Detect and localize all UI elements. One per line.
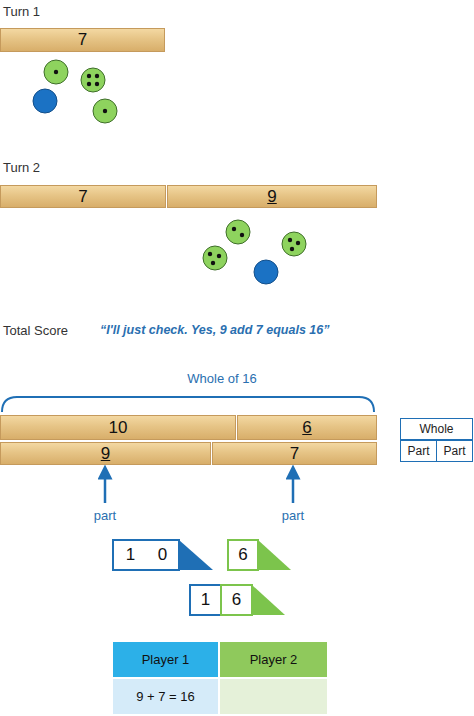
place-value-digit: 6 <box>223 587 250 613</box>
bar-segment: 7 <box>0 28 165 52</box>
node-text: Part <box>443 444 465 458</box>
bar-segment: 7 <box>0 185 166 208</box>
node-text: 1 <box>126 545 135 565</box>
node-text: 10 <box>109 418 128 438</box>
speech-note: “I'll just check. Yes, 9 add 7 equals 16… <box>100 323 329 337</box>
card-outline <box>190 585 221 615</box>
node-text: Whole <box>419 422 453 436</box>
place-value-digit: 0 <box>147 542 178 568</box>
place-value-digit: 1 <box>115 542 146 568</box>
node-text: 9 + 7 = 16 <box>136 689 195 704</box>
counter-dots <box>208 227 300 265</box>
part-label: part <box>94 508 116 523</box>
counters-turn-2 <box>203 220 306 284</box>
node-text: Player 2 <box>250 652 298 667</box>
bar-segment: 9 <box>167 185 377 208</box>
node-text: 6 <box>302 418 311 438</box>
node-text: 9 <box>267 187 276 207</box>
table-header: Whole <box>400 418 473 440</box>
section-heading: Turn 1 <box>3 4 40 19</box>
part-arrow <box>104 472 107 503</box>
counters-turn-1 <box>33 60 117 123</box>
node-text: 1 <box>201 590 210 610</box>
card-tab <box>258 540 291 570</box>
card-outline <box>113 540 179 570</box>
node-text: 7 <box>78 187 87 207</box>
place-value-digit: 1 <box>192 587 219 613</box>
node-text: 7 <box>78 30 87 50</box>
node-text: 0 <box>158 545 167 565</box>
node-text: Player 1 <box>142 652 190 667</box>
empty-cell <box>220 679 327 714</box>
node-text: 6 <box>238 545 247 565</box>
card-tab <box>179 540 213 570</box>
part-arrow <box>292 472 295 503</box>
card-outline <box>221 585 252 615</box>
node-text: 9 <box>101 444 110 464</box>
bar-segment: 6 <box>237 415 377 440</box>
table-cell: 9 + 7 = 16 <box>113 679 218 714</box>
table-header: Player 2 <box>220 642 327 677</box>
counter-dots <box>54 70 107 113</box>
table-cell: Part <box>400 440 437 462</box>
place-value-digit: 6 <box>230 542 256 568</box>
bar-segment: 7 <box>212 442 377 465</box>
node-text: Part <box>407 444 429 458</box>
section-heading: Turn 2 <box>3 160 40 175</box>
section-heading: Total Score <box>3 323 68 338</box>
table-cell: Part <box>436 440 473 462</box>
table-header: Player 1 <box>113 642 218 677</box>
node-text: 6 <box>232 590 241 610</box>
bar-segment: 10 <box>0 415 236 440</box>
bar-segment: 9 <box>0 442 211 465</box>
card-tab <box>252 585 285 615</box>
card-outline <box>228 540 258 570</box>
whole-bracket <box>2 397 374 412</box>
node-text: 7 <box>290 444 299 464</box>
part-label: part <box>282 508 304 523</box>
part-label: Whole of 16 <box>187 371 256 386</box>
